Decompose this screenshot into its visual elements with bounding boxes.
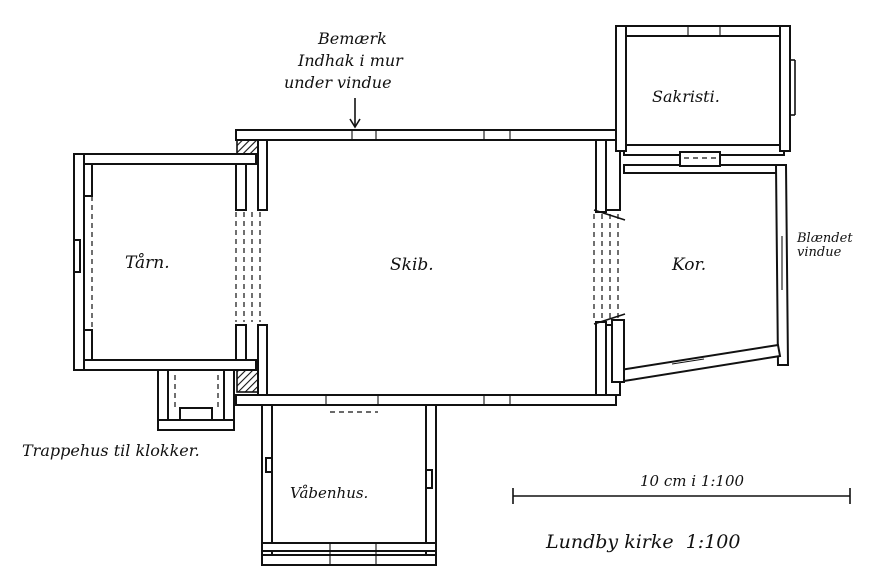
chancel-arch	[593, 209, 626, 325]
stair-house-label: Trappehus til klokker.	[22, 441, 200, 460]
porch-label: Våbenhus.	[290, 484, 368, 502]
plan-title: Lundby kirke 1:100	[545, 531, 740, 553]
chancel-walls	[611, 144, 790, 383]
blind-window-note-line1: Blændet	[796, 231, 853, 246]
sacristy-label: Sakristi.	[652, 87, 720, 106]
remark-note-line3: under vindue	[284, 73, 392, 92]
nave-label: Skib.	[390, 255, 434, 275]
remark-arrow-icon	[349, 98, 361, 129]
tower-walls	[73, 153, 257, 371]
blind-window-note-line2: vindue	[797, 245, 842, 260]
sacristy-walls	[615, 25, 796, 152]
scale-bar-label: 10 cm i 1:100	[640, 472, 744, 490]
scale-bar	[512, 488, 851, 504]
remark-note-line2: Indhak i mur	[297, 51, 404, 70]
stair-house	[157, 369, 235, 431]
nave-walls	[235, 129, 621, 406]
chancel-label: Kor.	[671, 255, 706, 275]
remark-note-line1: Bemærk	[317, 29, 387, 48]
tower-label: Tårn.	[125, 253, 170, 273]
nave-tower-arch	[235, 212, 261, 322]
porch-walls	[261, 404, 437, 566]
